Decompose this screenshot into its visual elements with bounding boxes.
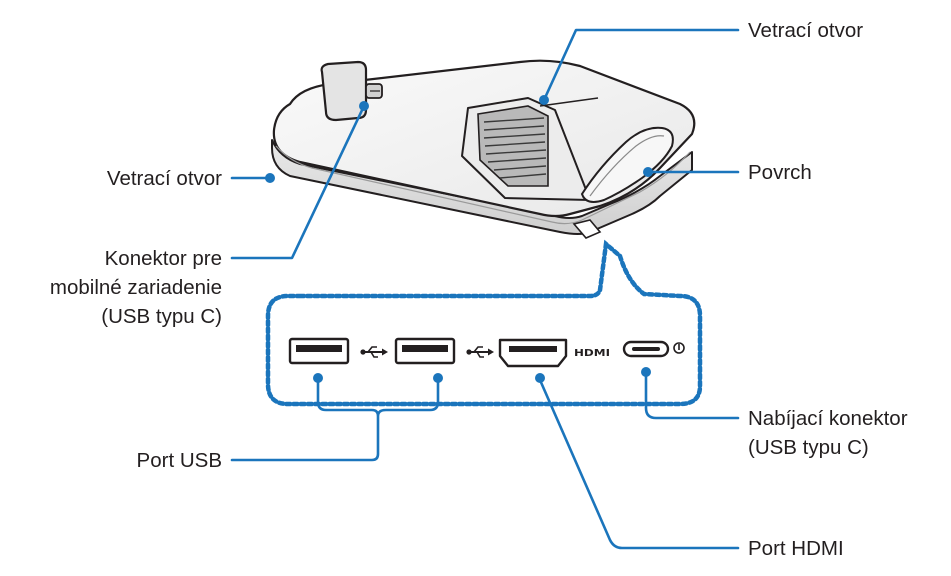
label-mobile-connector-3: (USB typu C): [101, 305, 222, 328]
power-icon: [673, 342, 685, 354]
usb-icon: [360, 346, 388, 358]
label-mobile-connector-2: mobilné zariadenie: [50, 276, 222, 299]
callout-line-charging: [644, 372, 740, 420]
label-mobile-connector-1: Konektor pre: [105, 247, 222, 270]
dock-device: [271, 59, 696, 239]
callout-line-hdmi: [538, 378, 740, 550]
callout-dots: [265, 95, 653, 383]
label-charging-connector-1: Nabíjací konektor: [748, 407, 908, 430]
callouts: [230, 28, 740, 550]
label-charging-connector-2: (USB typu C): [748, 436, 869, 459]
label-usb-port: Port USB: [137, 449, 222, 472]
label-surface: Povrch: [748, 161, 812, 184]
labels: Vetrací otvor Vetrací otvor Povrch Konek…: [50, 19, 908, 560]
vent-grille: [461, 97, 599, 201]
label-vent-left: Vetrací otvor: [107, 167, 222, 190]
label-vent-top: Vetrací otvor: [748, 19, 863, 42]
callout-line-usb: [230, 376, 440, 462]
port-panel-frame: [265, 239, 703, 407]
surface-groove: [580, 126, 674, 203]
hdmi-port-icon: [498, 338, 568, 368]
usb-icon: [466, 346, 494, 358]
dock-side-slot: [572, 219, 602, 239]
label-hdmi-port: Port HDMI: [748, 537, 844, 560]
usb-c-port-icon: [622, 340, 670, 358]
hdmi-mark: HDMI: [574, 348, 610, 359]
dock-edge-line: [275, 145, 691, 225]
usb-port-1: [288, 337, 350, 365]
port-panel: HDMI: [265, 239, 703, 407]
usb-port-2: [394, 337, 456, 365]
callout-line-mobile-connector: [230, 104, 366, 260]
callout-line-vent-top: [542, 28, 740, 102]
